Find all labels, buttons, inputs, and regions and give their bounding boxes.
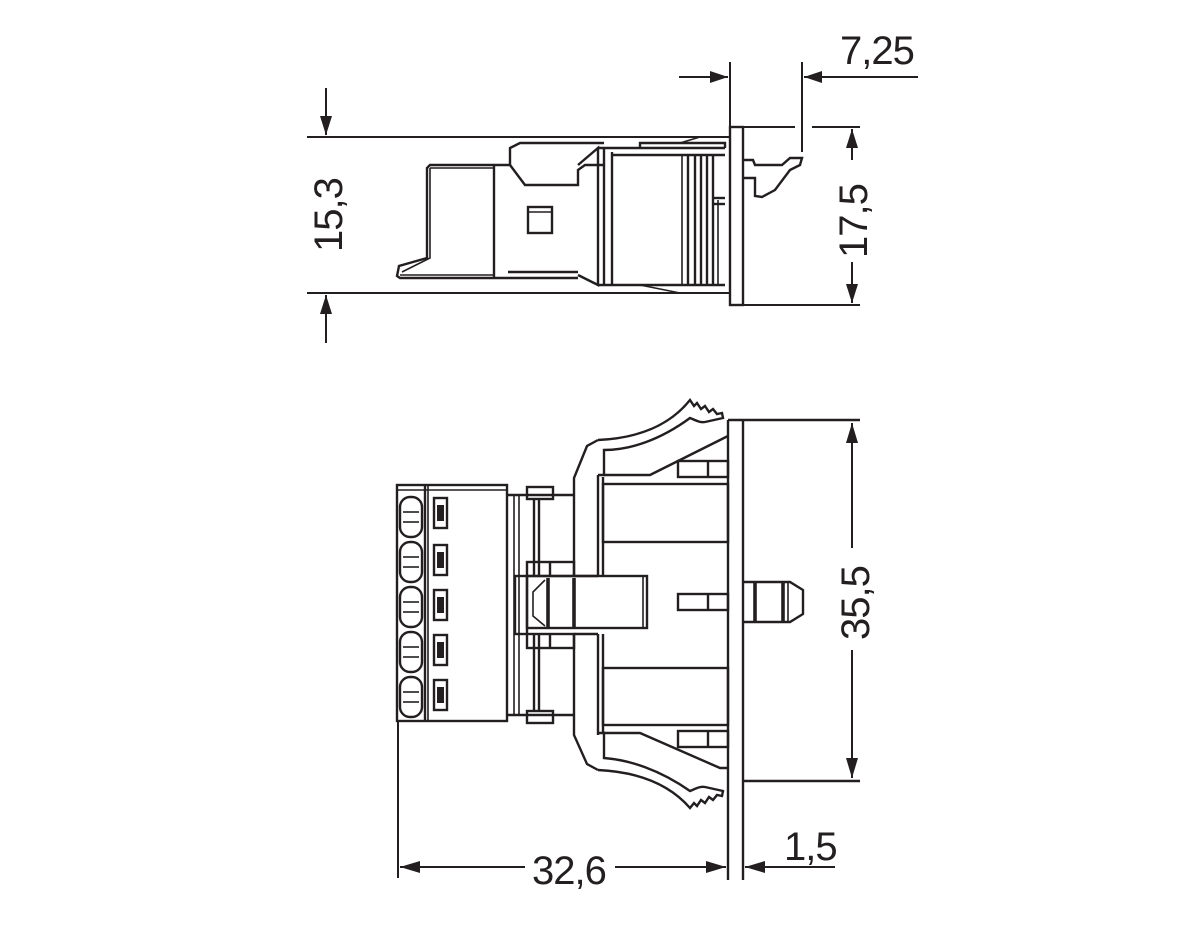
wire-entry-1: [398, 495, 424, 539]
top-view: 35,5 32,6 1,5: [395, 397, 878, 893]
dim-width-label: 35,5: [834, 566, 878, 640]
wire-entry-2: [398, 540, 424, 584]
dim-flange-height-label: 17,5: [832, 184, 876, 258]
side-view: 7,25 17,5 15,3: [307, 29, 918, 343]
release-slot-1: [432, 496, 449, 530]
terminal-block: [395, 483, 509, 723]
wire-entry-3: [398, 585, 424, 629]
wire-entry-4: [398, 630, 424, 674]
release-slot-5: [432, 678, 449, 712]
release-slot-2: [432, 543, 449, 577]
release-slot-3: [432, 588, 449, 622]
locating-pin: [743, 580, 805, 624]
dim-body-height-label: 15,3: [307, 178, 351, 252]
dim-length-label: 32,6: [532, 849, 606, 893]
dim-depth-label: 7,25: [840, 29, 914, 73]
dim-flange-thickness-label: 1,5: [784, 825, 837, 869]
wire-entry-5: [398, 675, 424, 719]
release-slot-4: [432, 633, 449, 667]
